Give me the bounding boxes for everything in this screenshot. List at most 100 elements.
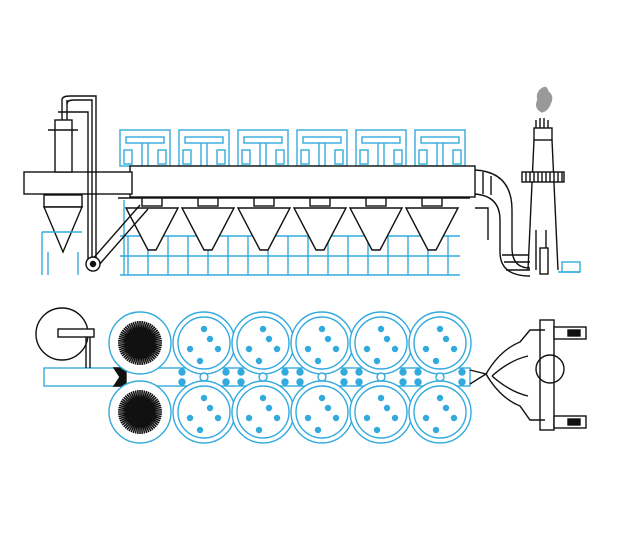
roller-dot — [245, 414, 253, 422]
filter-module — [178, 129, 230, 167]
discharge-chute — [85, 204, 149, 272]
roller-dot — [259, 325, 267, 333]
roller-dot — [186, 414, 194, 422]
filter-module — [355, 129, 407, 167]
smoke-plume — [535, 86, 553, 113]
roller-link — [414, 368, 466, 386]
roller-dot — [450, 345, 458, 353]
filter-module — [237, 129, 289, 167]
hopper — [236, 197, 292, 251]
main-housing — [129, 165, 476, 198]
roller-dot — [255, 426, 263, 434]
roller-dot — [265, 404, 273, 412]
grid-lines — [120, 200, 460, 276]
roller-dot — [196, 357, 204, 365]
roller-dot — [304, 414, 312, 422]
filter-modules — [119, 129, 466, 167]
roller-dot — [442, 404, 450, 412]
roller-link — [237, 368, 289, 386]
roller-dot — [332, 345, 340, 353]
roller-dot — [255, 357, 263, 365]
output-splitter — [469, 319, 587, 431]
feed-wheel — [35, 307, 95, 368]
rotary-drum — [108, 311, 172, 375]
filter-module — [296, 129, 348, 167]
roller-dot — [373, 357, 381, 365]
roller-dot — [304, 345, 312, 353]
roller-dot — [383, 404, 391, 412]
rotary-drum — [108, 380, 172, 444]
roller-dot — [245, 345, 253, 353]
hoppers — [124, 197, 460, 251]
roller-dot — [314, 426, 322, 434]
roller-dot — [318, 394, 326, 402]
roller-dot — [186, 345, 194, 353]
plan-view — [35, 307, 587, 444]
hopper — [180, 197, 236, 251]
roller-dot — [422, 345, 430, 353]
hopper — [348, 197, 404, 251]
roller-dot — [422, 414, 430, 422]
hopper — [292, 197, 348, 251]
roller-dot — [363, 345, 371, 353]
filter-module — [414, 129, 466, 167]
chimney-stack — [521, 86, 581, 275]
roller-dot — [442, 335, 450, 343]
roller-dot — [436, 394, 444, 402]
roller-dot — [363, 414, 371, 422]
roller — [290, 311, 354, 375]
hopper — [124, 197, 180, 251]
roller-dot — [373, 426, 381, 434]
inlet-duct — [23, 171, 133, 195]
roller-dot — [332, 414, 340, 422]
roller — [231, 380, 295, 444]
drum-bristles — [118, 390, 162, 434]
roller-dot — [432, 357, 440, 365]
filter-module — [119, 129, 171, 167]
roller-dot — [324, 335, 332, 343]
roller-dot — [265, 335, 273, 343]
side-elevation — [23, 86, 581, 277]
roller-dot — [200, 394, 208, 402]
roller-link — [355, 368, 407, 386]
roller — [172, 380, 236, 444]
roller — [349, 311, 413, 375]
roller-dot — [196, 426, 204, 434]
drum-bristles — [118, 321, 162, 365]
roller-dot — [391, 414, 399, 422]
roller-link — [178, 368, 230, 386]
roller — [290, 380, 354, 444]
exhaust-elbow-duct — [474, 169, 531, 277]
roller-dot — [273, 345, 281, 353]
roller-dot — [450, 414, 458, 422]
roller-link — [296, 368, 348, 386]
roller-dot — [383, 335, 391, 343]
roller-dot — [206, 404, 214, 412]
roller — [231, 311, 295, 375]
roller-dot — [214, 414, 222, 422]
roller-pairs — [172, 311, 472, 444]
hopper — [404, 197, 460, 251]
roller-dot — [318, 325, 326, 333]
cyclone-separator — [41, 95, 97, 275]
roller — [408, 380, 472, 444]
roller-dot — [391, 345, 399, 353]
rotary-drums — [108, 311, 172, 444]
roller-dot — [273, 414, 281, 422]
roller-dot — [206, 335, 214, 343]
roller — [172, 311, 236, 375]
roller-dot — [432, 426, 440, 434]
roller-dot — [324, 404, 332, 412]
roller — [408, 311, 472, 375]
roller-dot — [436, 325, 444, 333]
base-structure-grid — [120, 200, 460, 276]
roller-dot — [377, 325, 385, 333]
roller-dot — [214, 345, 222, 353]
roller-dot — [377, 394, 385, 402]
roller — [349, 380, 413, 444]
roller-dot — [259, 394, 267, 402]
roller-dot — [200, 325, 208, 333]
roller-dot — [314, 357, 322, 365]
